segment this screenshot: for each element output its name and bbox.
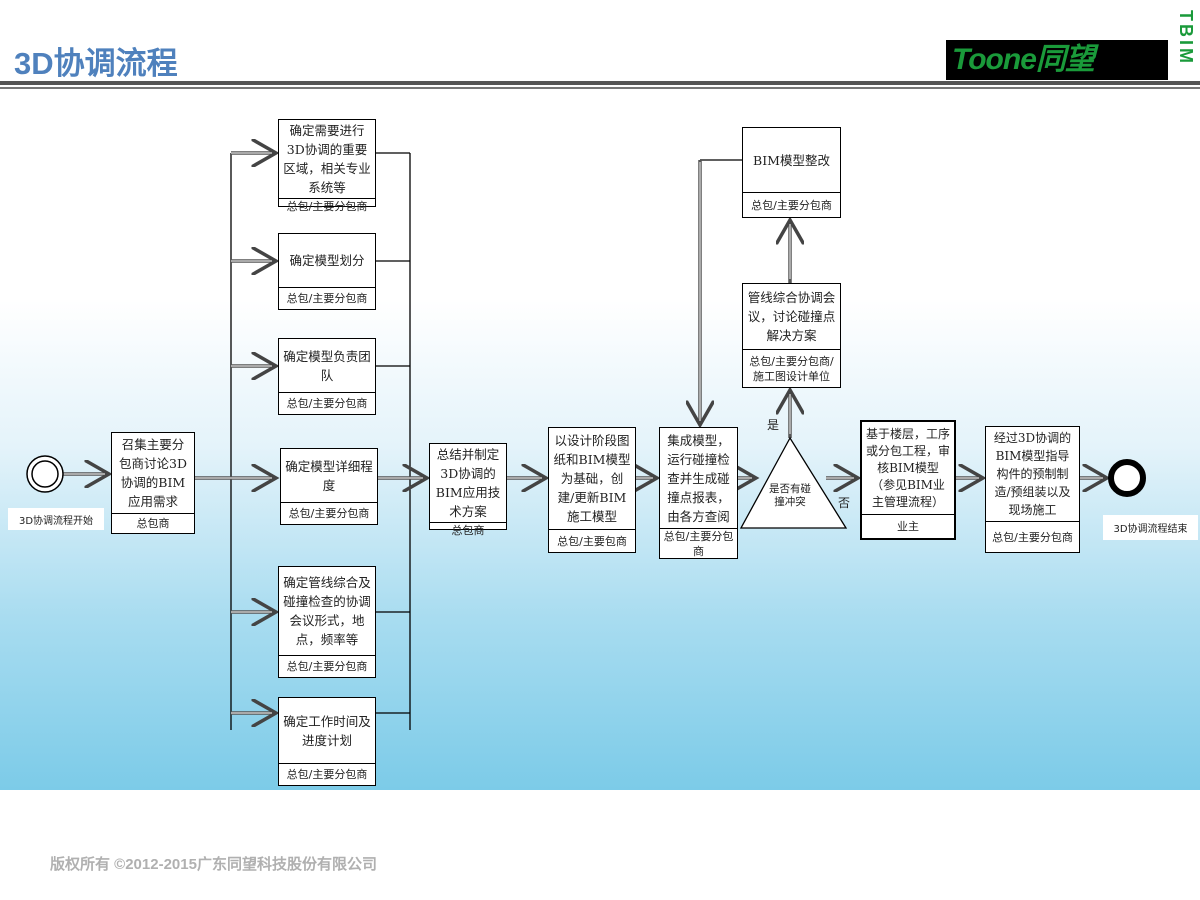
decision-no: 否 [838, 496, 851, 510]
step-meeting: 管线综合协调会议，讨论碰撞点解决方案 总包/主要分包商/施工图设计单位 [742, 283, 841, 388]
step-revise: BIM模型整改 总包/主要分包商 [742, 127, 841, 218]
sub-step: 确定管线综合及碰撞检查的协调会议形式，地点，频率等 总包/主要分包商 [278, 566, 376, 678]
page-title: 3D协调流程 [14, 46, 178, 81]
company-logo: Toone同望 [946, 40, 1168, 80]
end-label: 3D协调流程结束 [1103, 515, 1198, 540]
sub-step: 确定模型详细程度 总包/主要分包商 [280, 448, 378, 525]
decision-yes: 是 [767, 418, 780, 432]
step-integrate: 集成模型，运行碰撞检查并生成碰撞点报表，由各方查阅 总包/主要分包商 [659, 427, 738, 559]
header-divider-thin [0, 87, 1200, 89]
header-divider [0, 81, 1200, 85]
sub-step: 确定模型负责团队 总包/主要分包商 [278, 338, 376, 415]
step-model: 以设计阶段图纸和BIM模型为基础，创建/更新BIM施工模型 总包/主要包商 [548, 427, 636, 553]
start-label: 3D协调流程开始 [8, 508, 104, 530]
copyright-footer: 版权所有 ©2012-2015广东同望科技股份有限公司 [50, 856, 377, 873]
sub-step: 确定模型划分 总包/主要分包商 [278, 233, 376, 310]
step-construct: 经过3D协调的BIM模型指导构件的预制制造/预组装以及现场施工 总包/主要分包商 [985, 426, 1080, 553]
step-review: 基于楼层，工序或分包工程，审核BIM模型（参见BIM业主管理流程） 业主 [860, 420, 956, 540]
decision-text: 是否有碰撞冲突 [769, 483, 811, 508]
tbim-logo: TBIM [1176, 10, 1196, 66]
decision-diamond [739, 436, 848, 529]
step-gather: 召集主要分包商讨论3D协调的BIM应用需求 总包商 [111, 432, 195, 534]
end-node [1108, 459, 1146, 497]
step-summary: 总结并制定3D协调的BIM应用技术方案 总包商 [429, 443, 507, 537]
bracket-lines [230, 153, 411, 730]
sub-step: 确定工作时间及进度计划 总包/主要分包商 [278, 697, 376, 786]
sub-step: 确定需要进行3D协调的重要区域，相关专业系统等 总包/主要分包商 [278, 119, 376, 213]
